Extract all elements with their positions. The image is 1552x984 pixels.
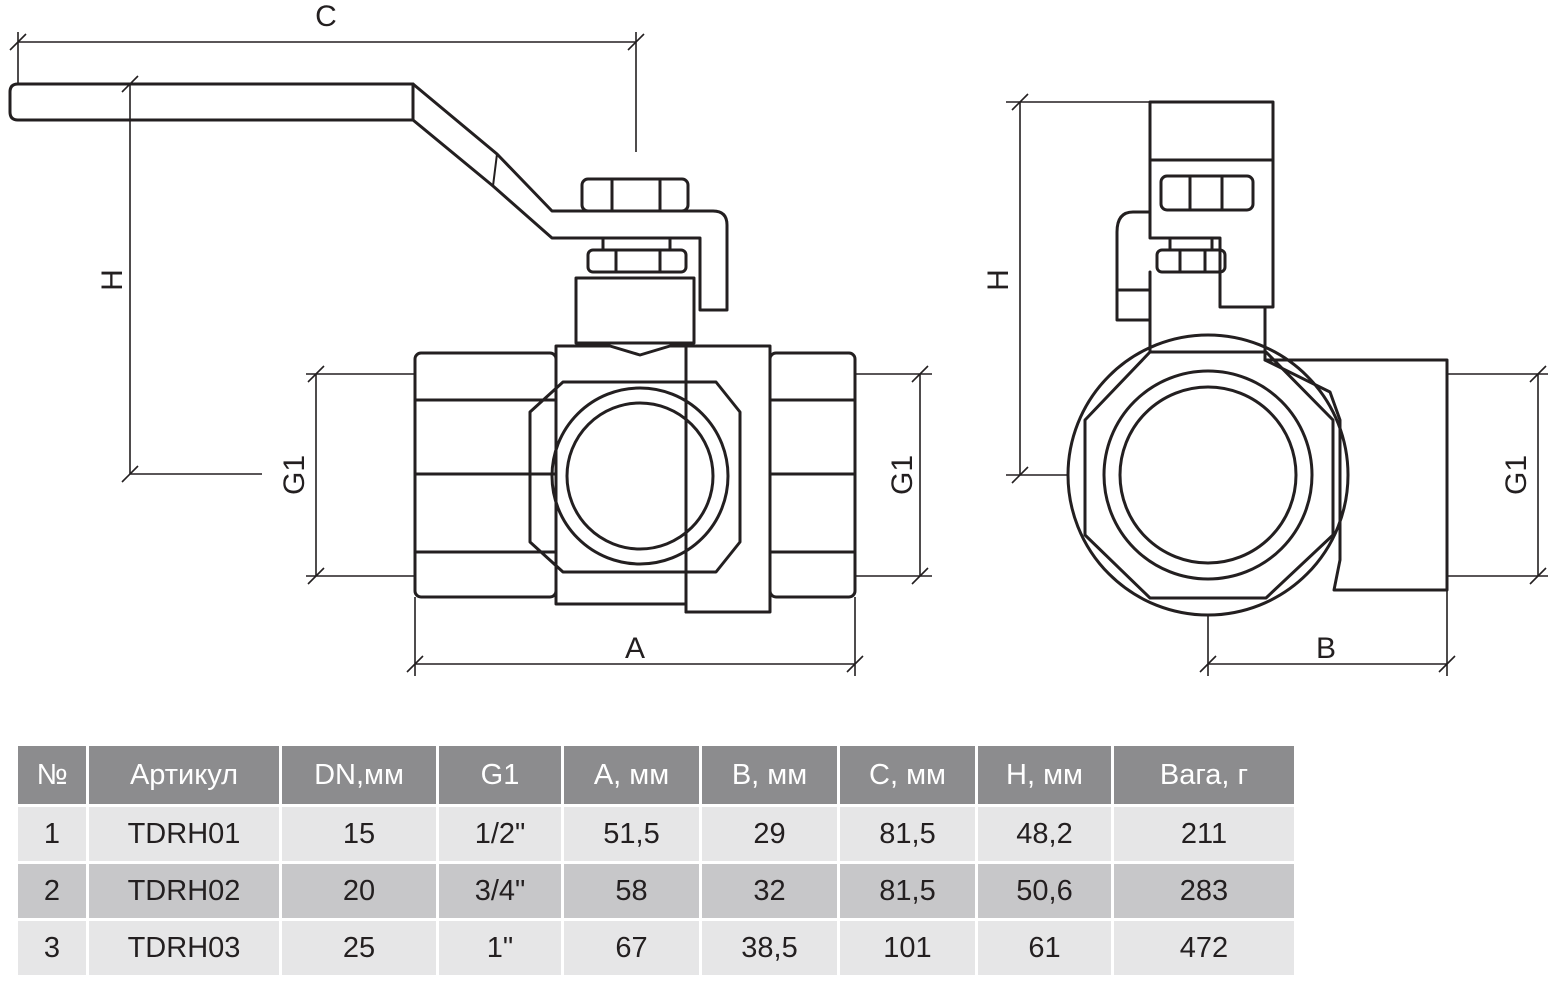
side-handle: [1148, 100, 1275, 309]
cell-g1: 1": [439, 921, 561, 975]
cell-article: TDRH02: [89, 864, 279, 918]
cell-b: 29: [702, 807, 837, 861]
cell-g1: 3/4": [439, 864, 561, 918]
header-article: Артикул: [89, 746, 279, 804]
dimension-label-group: C H G1 G1 A H G1 B: [96, 0, 1533, 665]
header-c: С, мм: [840, 746, 975, 804]
side-port-hex: [528, 380, 742, 574]
cell-a: 67: [564, 921, 699, 975]
cell-number: 2: [18, 864, 86, 918]
cell-h: 50,6: [978, 864, 1111, 918]
table-row: 2 TDRH02 20 3/4" 58 32 81,5 50,6 283: [18, 864, 1294, 918]
side-port-inner: [565, 401, 715, 551]
cell-a: 58: [564, 864, 699, 918]
header-weight: Вага, г: [1114, 746, 1294, 804]
dimension-lines: [9, 32, 1548, 676]
header-number: №: [18, 746, 86, 804]
cell-dn: 25: [282, 921, 436, 975]
header-g1: G1: [439, 746, 561, 804]
cell-article: TDRH03: [89, 921, 279, 975]
side-body-outer: [1066, 333, 1350, 617]
header-h: Н, мм: [978, 746, 1111, 804]
cell-article: TDRH01: [89, 807, 279, 861]
dim-label-a: A: [625, 632, 645, 665]
front-view: [8, 82, 857, 614]
stem-neck: [574, 276, 696, 345]
cell-dn: 20: [282, 864, 436, 918]
cell-c: 81,5: [840, 864, 975, 918]
cell-number: 3: [18, 921, 86, 975]
dim-label-b: B: [1316, 632, 1336, 665]
top-nut: [580, 177, 690, 213]
side-pipe-end: [1263, 358, 1449, 592]
cell-c: 81,5: [840, 807, 975, 861]
cell-a: 51,5: [564, 807, 699, 861]
side-body-bore: [1118, 385, 1298, 565]
cell-b: 32: [702, 864, 837, 918]
ball-valve-technical-drawing: C H G1 G1 A H G1 B: [8, 0, 1548, 676]
cell-number: 1: [18, 807, 86, 861]
cell-h: 61: [978, 921, 1111, 975]
dim-label-h-right: H: [982, 269, 1015, 291]
table-header-row: № Артикул DN,мм G1 А, мм В, мм С, мм Н, …: [18, 746, 1294, 804]
header-b: В, мм: [702, 746, 837, 804]
side-port-outer: [550, 386, 730, 566]
lever-handle: [8, 82, 729, 312]
dim-label-c: C: [315, 0, 337, 33]
dim-label-g1-left: G1: [278, 455, 311, 495]
cell-dn: 15: [282, 807, 436, 861]
side-view: [1066, 100, 1449, 617]
cell-b: 38,5: [702, 921, 837, 975]
cell-g1: 1/2": [439, 807, 561, 861]
side-body-hex: [1083, 350, 1335, 600]
side-body-ring: [1102, 369, 1314, 581]
specification-table: № Артикул DN,мм G1 А, мм В, мм С, мм Н, …: [15, 743, 1297, 978]
header-a: А, мм: [564, 746, 699, 804]
cell-weight: 472: [1114, 921, 1294, 975]
header-dn: DN,мм: [282, 746, 436, 804]
lower-nut: [586, 248, 688, 274]
table-row: 1 TDRH01 15 1/2" 51,5 29 81,5 48,2 211: [18, 807, 1294, 861]
dim-label-g1-mid: G1: [886, 455, 919, 495]
cell-weight: 283: [1114, 864, 1294, 918]
cell-h: 48,2: [978, 807, 1111, 861]
table-row: 3 TDRH03 25 1" 67 38,5 101 61 472: [18, 921, 1294, 975]
dim-label-g1-right: G1: [1500, 455, 1533, 495]
cell-weight: 211: [1114, 807, 1294, 861]
cell-c: 101: [840, 921, 975, 975]
dim-label-h-left: H: [96, 269, 129, 291]
